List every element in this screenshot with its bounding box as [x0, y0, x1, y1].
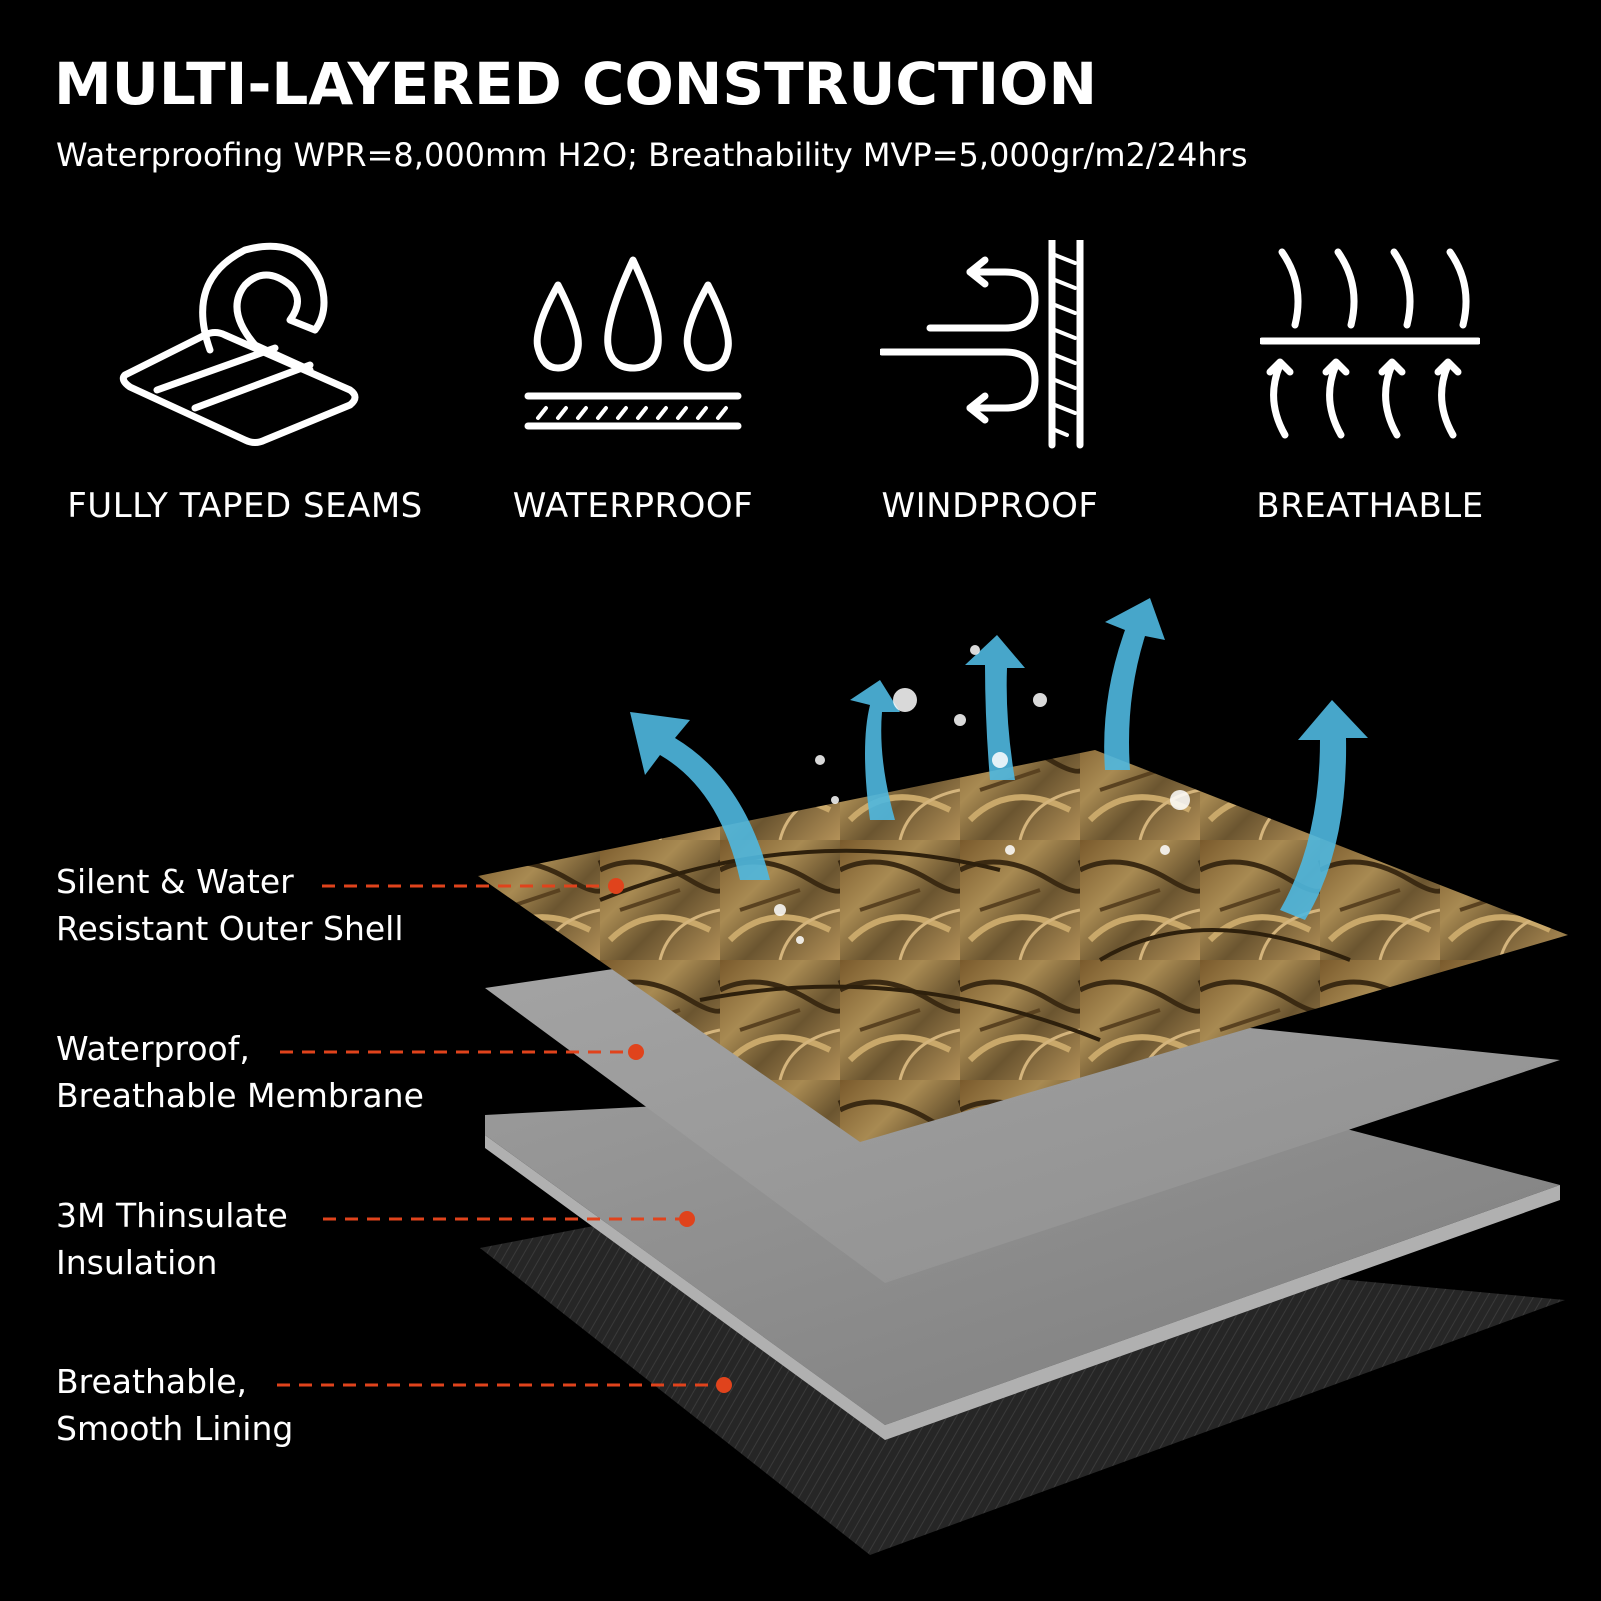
feature-taped-seams: FULLY TAPED SEAMS [55, 240, 435, 526]
callout-insulation: 3M Thinsulate Insulation [56, 1192, 288, 1286]
callout-lining: Breathable, Smooth Lining [56, 1358, 293, 1452]
callout-membrane: Waterproof, Breathable Membrane [56, 1025, 424, 1119]
feature-label: BREATHABLE [1256, 486, 1484, 526]
page-subtitle: Waterproofing WPR=8,000mm H2O; Breathabi… [56, 136, 1248, 174]
callout-line1: Silent & Water [56, 862, 294, 901]
feature-breathable: BREATHABLE [1180, 240, 1560, 526]
callout-line2: Resistant Outer Shell [56, 909, 404, 948]
feature-windproof: WINDPROOF [800, 240, 1180, 526]
feature-label: WATERPROOF [512, 486, 754, 526]
vapor-arrows [630, 598, 1368, 920]
feature-label: FULLY TAPED SEAMS [67, 486, 423, 526]
callout-line2: Insulation [56, 1243, 218, 1282]
callout-line2: Smooth Lining [56, 1409, 294, 1448]
callout-dots [608, 878, 732, 1393]
callout-line1: 3M Thinsulate [56, 1196, 288, 1235]
feature-label: WINDPROOF [881, 486, 1099, 526]
callout-outer-shell: Silent & Water Resistant Outer Shell [56, 858, 404, 952]
callout-line1: Breathable, [56, 1362, 247, 1401]
vapor-arrows-icon [1260, 248, 1480, 439]
taped-seam-icon [119, 242, 359, 446]
feature-waterproof: WATERPROOF [443, 240, 823, 526]
page-title: MULTI-LAYERED CONSTRUCTION [54, 50, 1097, 118]
callout-lines [277, 884, 720, 1387]
wind-wall-icon [880, 240, 1084, 449]
water-droplets [774, 645, 1190, 944]
callout-line1: Waterproof, [56, 1029, 250, 1068]
callout-line2: Breathable Membrane [56, 1076, 424, 1115]
water-drops-icon [524, 256, 742, 430]
